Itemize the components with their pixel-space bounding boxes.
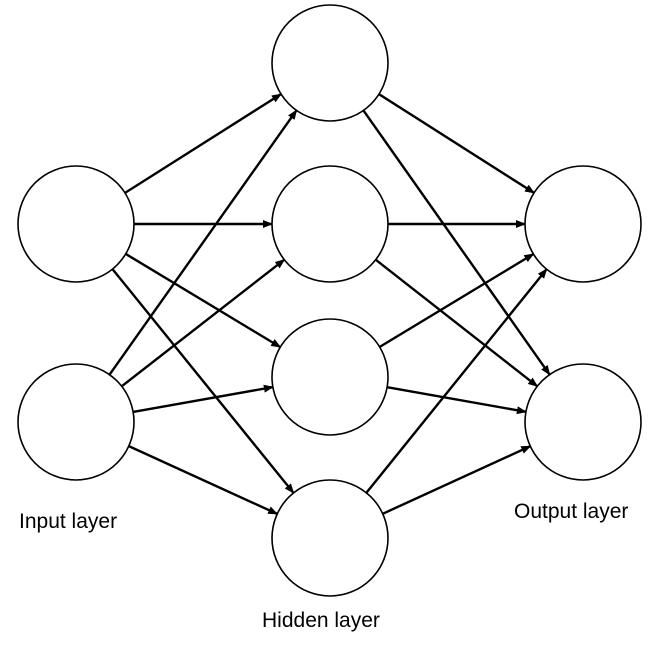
input-node-1 <box>17 165 135 283</box>
edge-hidden2-output2 <box>374 258 539 388</box>
edge-input1-hidden1 <box>124 93 282 194</box>
edge-hidden1-output2 <box>362 109 551 376</box>
edge-hidden4-output2 <box>382 445 532 515</box>
input-layer-label: Input layer <box>19 510 117 533</box>
hidden-layer-label: Hidden layer <box>262 609 380 632</box>
edge-hidden4-output1 <box>365 268 548 494</box>
nodes <box>17 4 642 597</box>
edge-hidden3-output2 <box>386 386 527 415</box>
edge-input1-hidden3 <box>125 252 282 349</box>
edge-hidden3-output1 <box>378 252 535 349</box>
hidden-node-4 <box>271 479 389 597</box>
edge-input2-hidden3 <box>132 384 274 414</box>
output-node-2 <box>524 363 642 481</box>
edge-input1-hidden4 <box>111 268 295 494</box>
edge-input2-hidden1 <box>108 109 298 376</box>
connections <box>108 93 551 515</box>
hidden-node-2 <box>271 165 389 283</box>
input-node-2 <box>17 363 135 481</box>
output-node-1 <box>524 165 642 283</box>
edge-input2-hidden2 <box>120 258 286 388</box>
edge-input2-hidden4 <box>128 445 279 515</box>
hidden-node-1 <box>271 4 389 122</box>
edge-hidden1-output1 <box>378 93 535 194</box>
output-layer-label: Output layer <box>514 500 628 523</box>
hidden-node-3 <box>271 318 389 436</box>
